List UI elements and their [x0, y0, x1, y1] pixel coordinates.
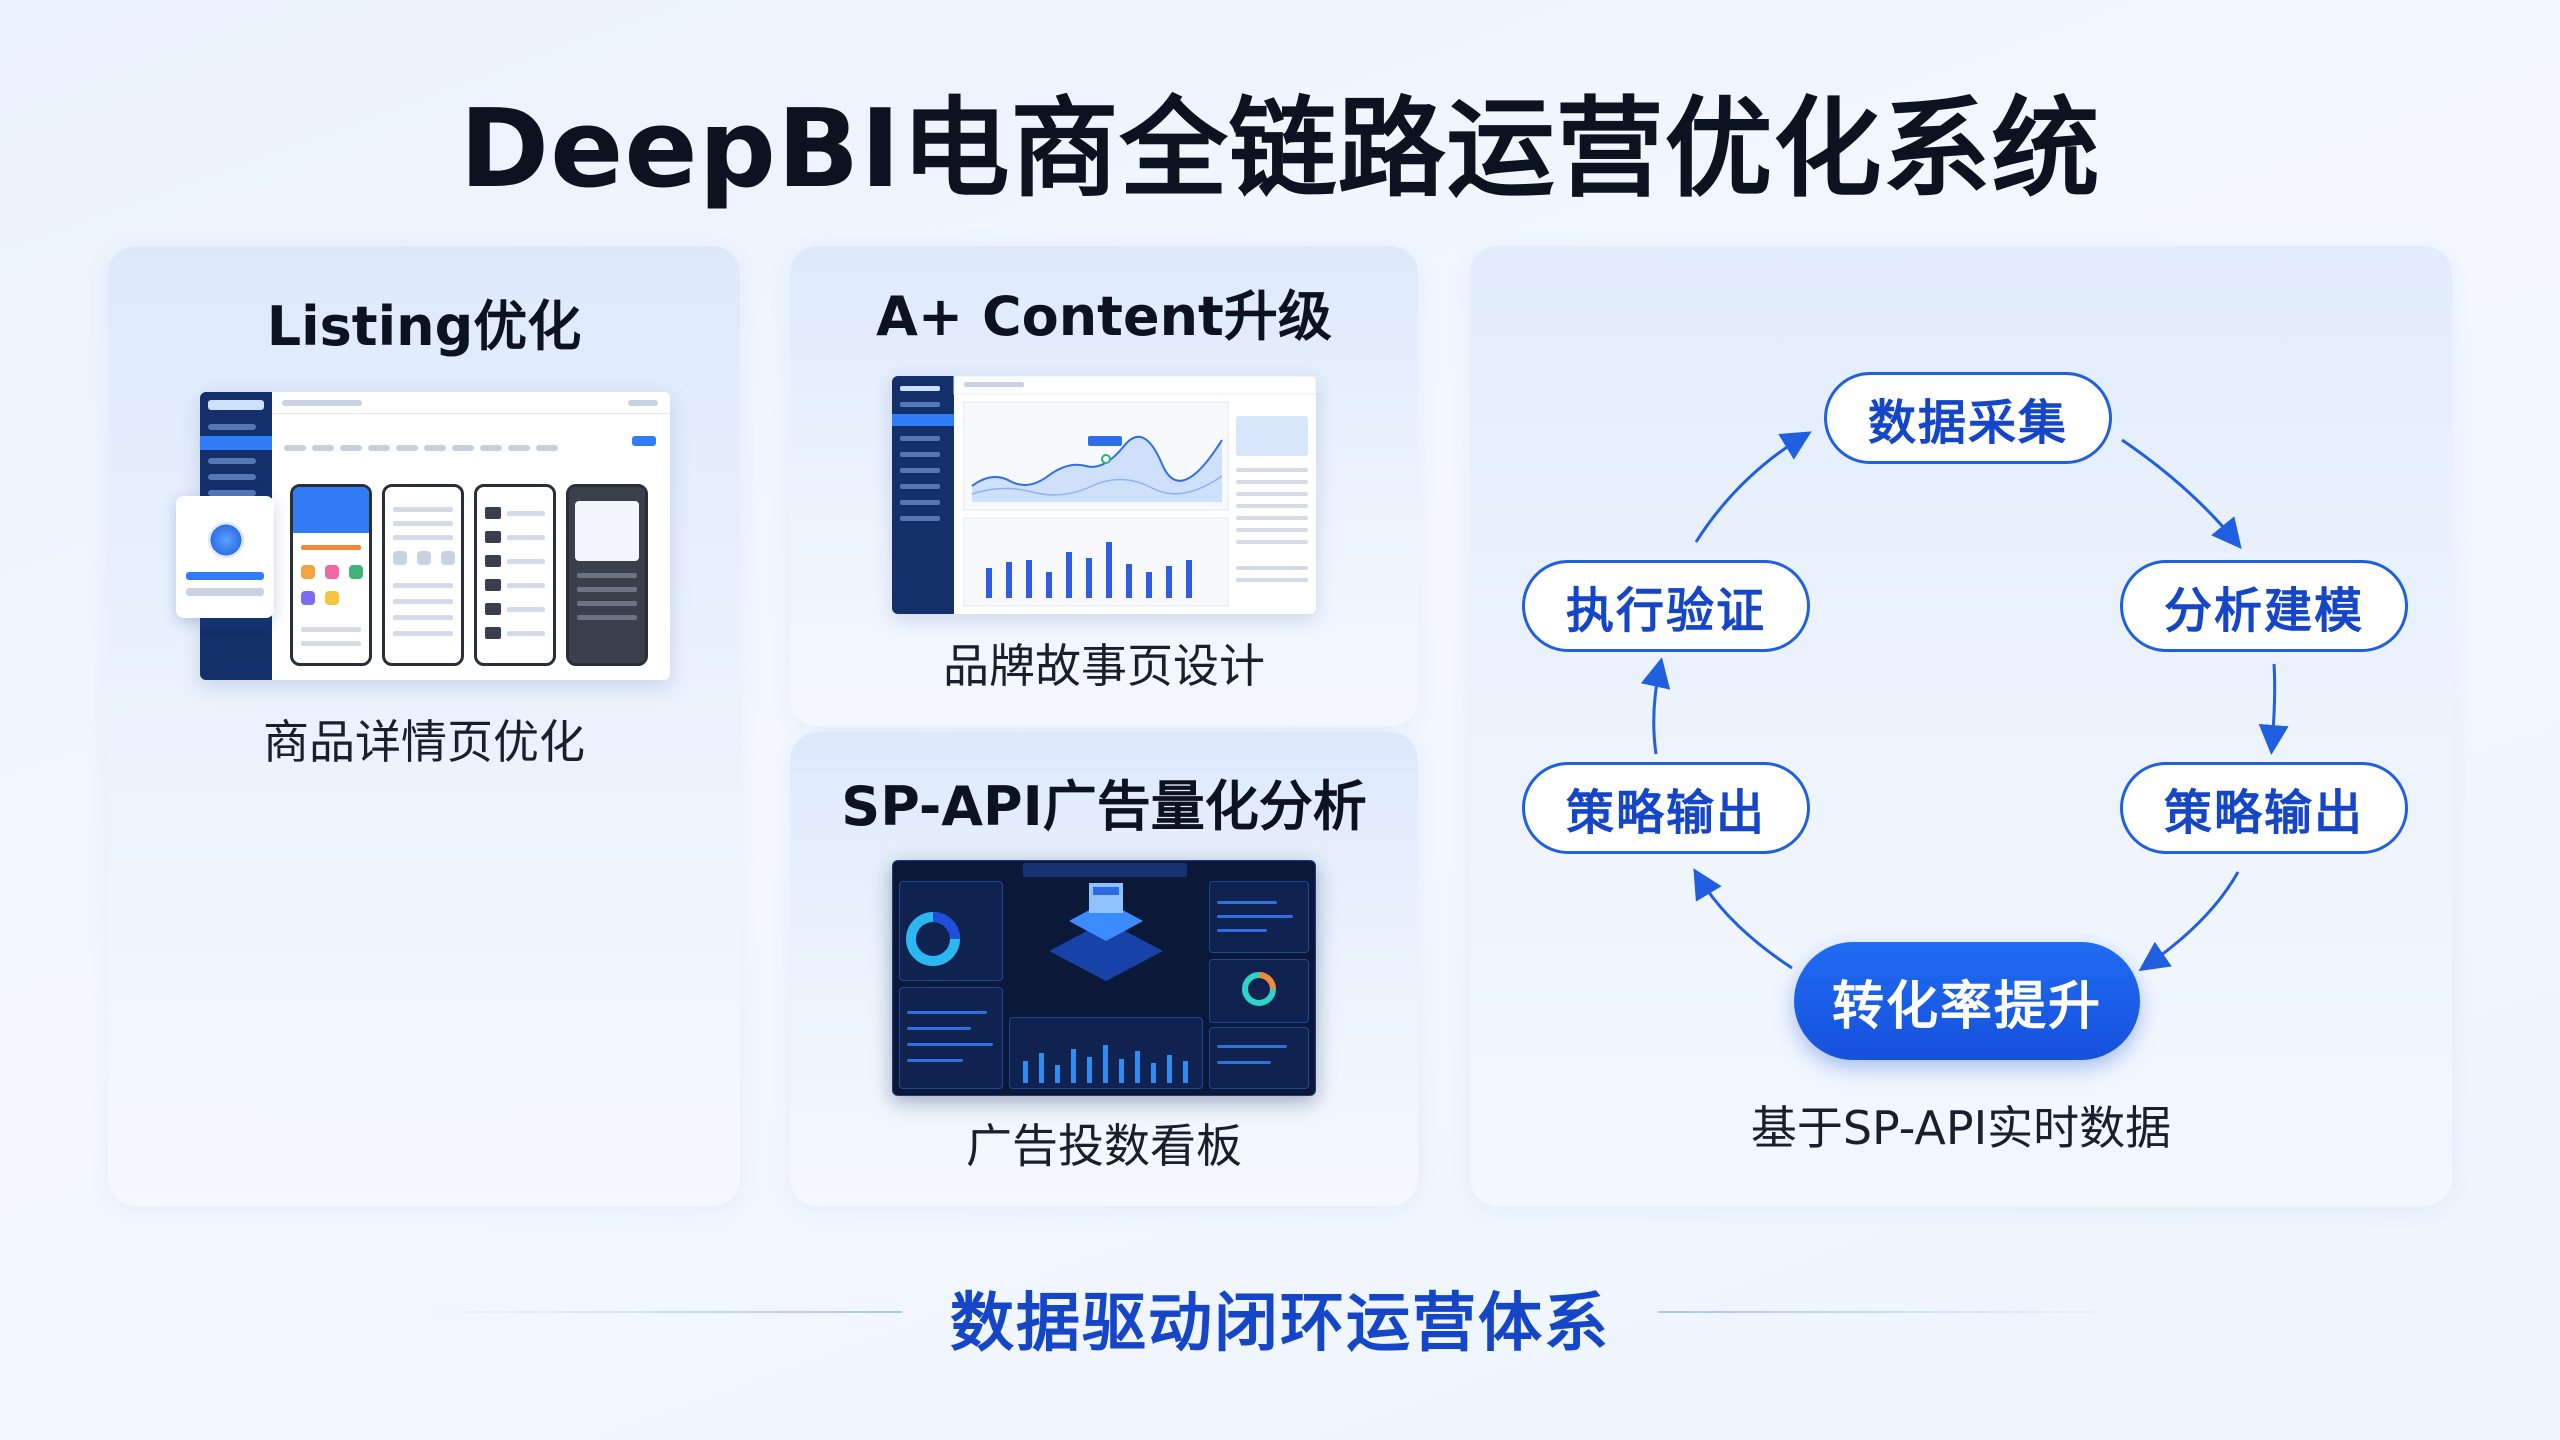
dashboard-graphics	[906, 883, 1276, 1083]
footer-divider-left	[420, 1311, 902, 1313]
listing-mockup-screenshot	[200, 392, 670, 680]
node-data-collection: 数据采集	[1824, 372, 2112, 464]
cycle-caption: 基于SP-API实时数据	[1750, 1101, 2172, 1155]
cycle-arrows	[1640, 431, 2289, 972]
spapi-card: SP-API广告量化分析	[790, 732, 1418, 1206]
node-conversion-rate-boost: 转化率提升	[1794, 942, 2140, 1060]
listing-card-title: Listing优化	[266, 295, 582, 358]
mockup-sidebar	[892, 376, 954, 614]
aplus-card-caption: 品牌故事页设计	[943, 639, 1265, 693]
mockup-right-panel	[1236, 416, 1308, 606]
node-strategy-output-right: 策略输出	[2120, 762, 2408, 854]
page-title: DeepBI电商全链路运营优化系统	[459, 87, 2101, 212]
spapi-card-title: SP-API广告量化分析	[841, 775, 1367, 838]
floating-shield-card	[176, 496, 274, 618]
ad-dashboard-screenshot	[892, 860, 1316, 1096]
listing-card: Listing优化	[108, 246, 740, 1206]
aplus-mockup-screenshot	[892, 376, 1316, 614]
spapi-card-caption: 广告投数看板	[966, 1119, 1242, 1173]
node-execution-verification: 执行验证	[1522, 560, 1810, 652]
aplus-card: A+ Content升级	[790, 246, 1418, 726]
shield-icon	[208, 522, 244, 558]
aplus-mini-charts	[953, 376, 1316, 607]
node-strategy-output-left: 策略输出	[1522, 762, 1810, 854]
listing-card-caption: 商品详情页优化	[263, 715, 585, 769]
cycle-card: 数据采集 分析建模 策略输出 转化率提升 策略输出 执行验证 基于SP-API实…	[1470, 246, 2452, 1206]
footer-divider-right	[1658, 1311, 2140, 1313]
footer-tagline: 数据驱动闭环运营体系	[950, 1287, 1610, 1361]
aplus-card-title: A+ Content升级	[876, 285, 1332, 348]
node-analysis-modeling: 分析建模	[2120, 560, 2408, 652]
